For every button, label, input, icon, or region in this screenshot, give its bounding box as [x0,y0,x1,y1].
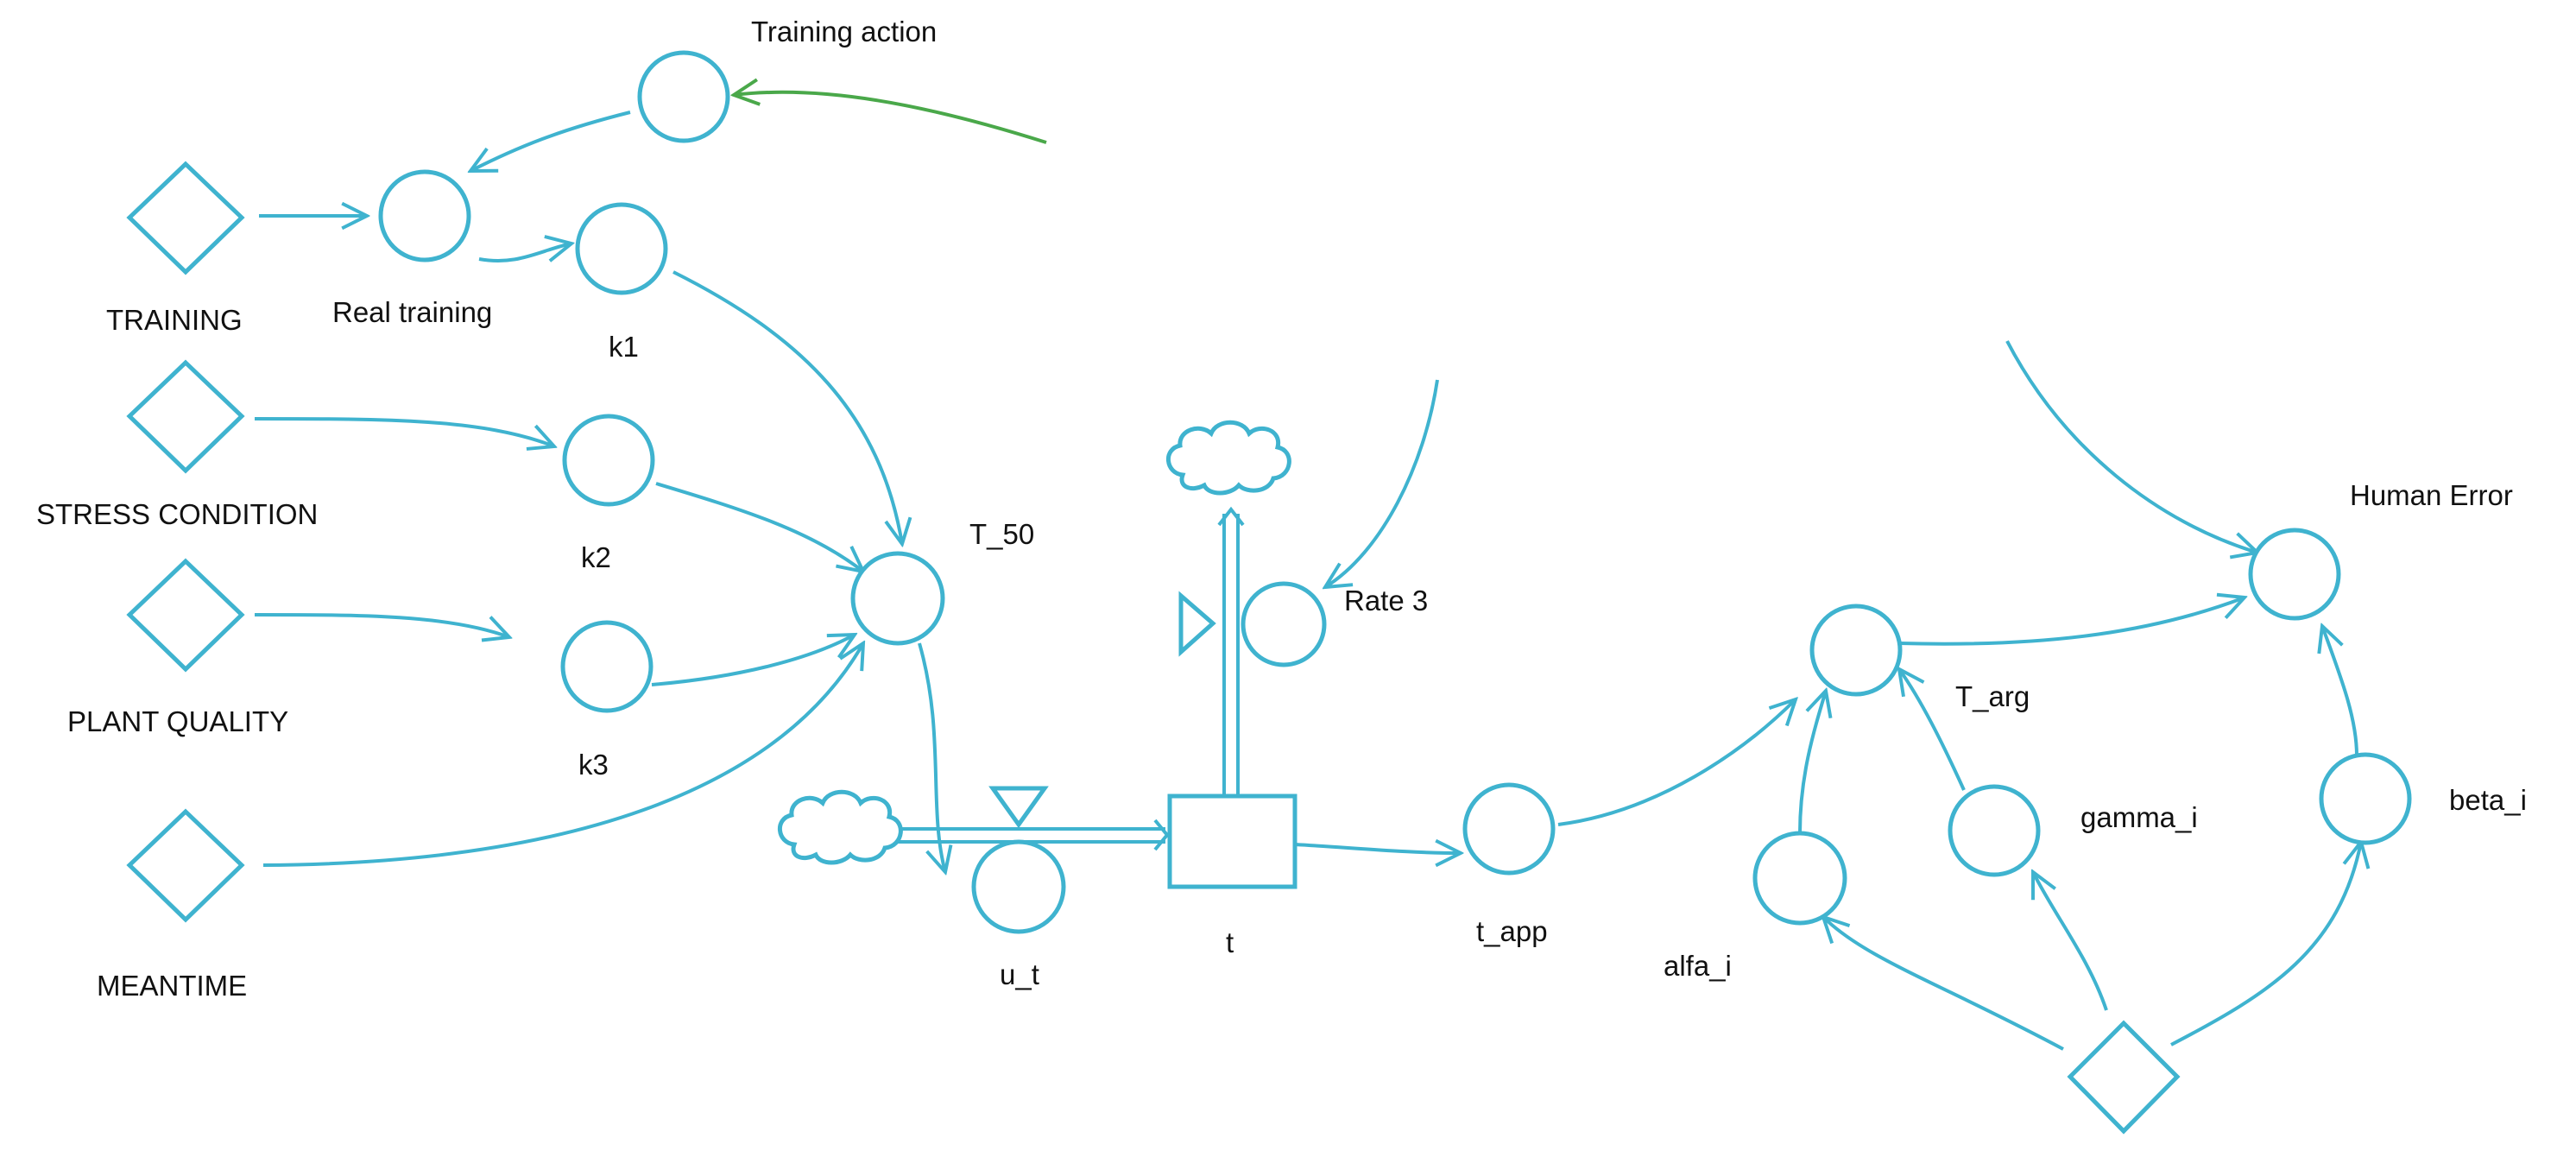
label-t: t [1226,926,1234,958]
label-t-arg: T_arg [1955,680,2030,712]
aux-human-error[interactable] [2248,528,2341,621]
diamond-icon[interactable] [2067,1020,2181,1135]
aux-t-app[interactable] [1462,782,1556,876]
label-u-t: u_t [1000,958,1039,990]
label-rate-3: Rate 3 [1344,585,1428,616]
flow-pipes [889,506,1245,851]
link-t-to-t-app [1294,844,1461,853]
link-diamond-to-beta-i [2170,842,2361,1046]
label-t-50: T_50 [969,518,1034,550]
aux-rate-3[interactable] [1241,581,1327,667]
cloud-icon [1165,420,1291,496]
link-t50-to-u-t [918,642,945,872]
link-k3-to-t50 [651,635,855,686]
aux-beta-i[interactable] [2319,752,2412,845]
stock-t[interactable] [1167,793,1297,889]
aux-unlabeled-node[interactable] [1809,604,1903,697]
link-external-to-training-action [734,92,1047,144]
diamond-icon[interactable] [126,558,245,673]
link-external-to-human-error [2005,340,2257,553]
label-stress-condition: STRESS CONDITION [36,498,318,530]
valve-triangle-icon [988,786,1049,829]
label-k1: k1 [609,331,639,363]
aux-k3[interactable] [560,620,653,713]
link-external-to-rate-3 [1325,379,1439,587]
link-k2-to-t50 [655,482,863,572]
link-node-to-human-error [1898,597,2245,646]
label-meantime: MEANTIME [97,970,247,1002]
label-training-action: Training action [751,16,937,47]
label-t-app: t_app [1476,915,1548,947]
aux-t50[interactable] [850,551,945,646]
label-training: TRAINING [106,304,243,336]
aux-gamma-i[interactable] [1948,784,2041,877]
link-alfa-i-to-node [1798,691,1826,834]
diamond-icon[interactable] [126,808,245,923]
aux-training-action[interactable] [637,50,730,143]
outflow-pipe [1222,514,1240,799]
link-meantime-to-t50 [262,643,863,867]
aux-alfa-i[interactable] [1752,831,1847,926]
link-gamma-i-to-node [1899,669,1966,791]
label-beta-i: beta_i [2449,784,2527,816]
inflow-pipe-arrowhead [1153,819,1170,851]
aux-k1[interactable] [575,202,668,295]
link-plant-quality-to-k3 [254,613,509,637]
aux-u-t[interactable] [971,839,1066,934]
label-real-training: Real training [332,296,492,328]
label-human-error: Human Error [2350,479,2513,511]
diamond-icon[interactable] [126,161,245,275]
label-alfa-i: alfa_i [1664,950,1732,982]
link-stress-to-k2 [254,417,554,446]
connectors [254,92,2361,1051]
link-beta-i-to-human-error [2322,626,2358,756]
cloud-icon [777,789,903,865]
label-gamma-i: gamma_i [2080,801,2198,833]
link-training-action-to-real-training [470,111,631,171]
link-real-training-to-k1 [478,243,571,262]
labels: Training action TRAINING Real training k… [36,16,2527,1002]
label-k3: k3 [578,749,609,781]
label-plant-quality: PLANT QUALITY [67,705,288,737]
link-t-app-to-node [1557,699,1796,826]
inflow-pipe [889,827,1165,844]
outflow-pipe-arrowhead [1217,506,1245,527]
diamond-icon[interactable] [126,359,245,474]
aux-real-training[interactable] [378,169,471,262]
valve-triangle-icon [1178,591,1216,657]
link-diamond-to-alfa-i [1823,917,2064,1051]
link-k1-to-t50 [672,270,902,544]
aux-k2[interactable] [562,414,655,507]
link-diamond-to-gamma-i [2033,872,2108,1011]
label-k2: k2 [581,541,611,573]
